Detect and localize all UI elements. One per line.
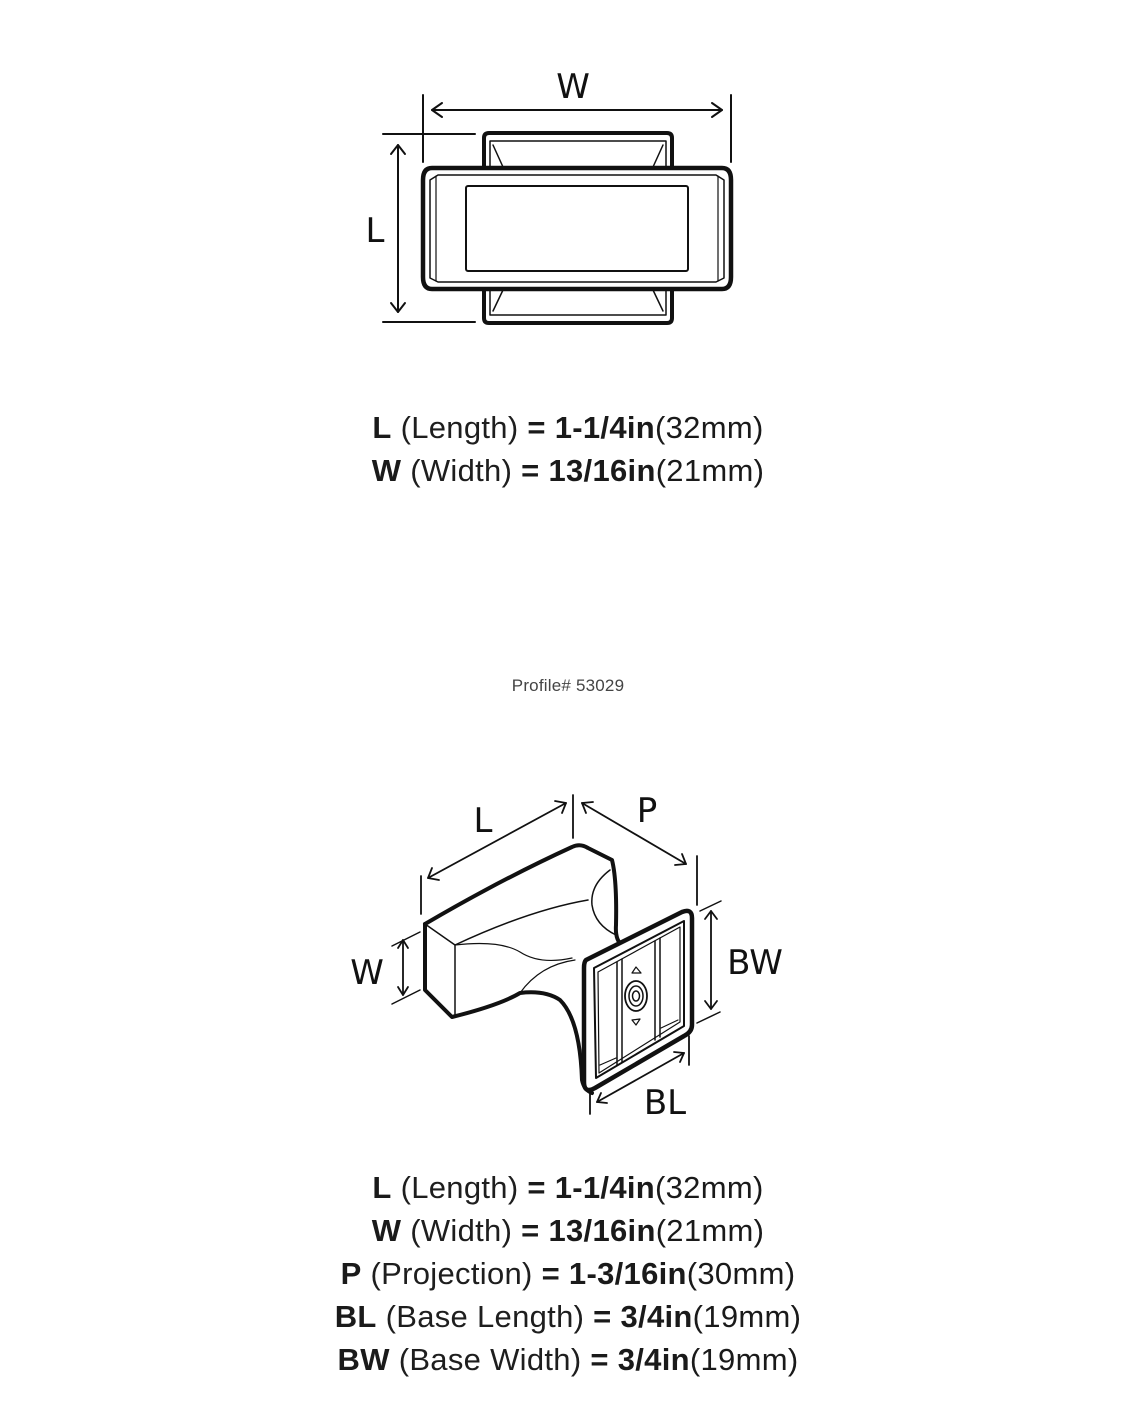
iso-length-label: L: [474, 801, 493, 841]
iso-width-label: W: [350, 953, 384, 993]
spec-base-width: BW (Base Width) = 3/4in(19mm): [337, 1342, 799, 1377]
iso-projection-label: P: [637, 791, 658, 831]
iso-base-width-label: BW: [727, 943, 783, 983]
spec-length: L (Length) = 1-1/4in(32mm): [372, 1170, 764, 1205]
spec-width: W (Width) = 13/16in(21mm): [371, 1213, 765, 1248]
top-view-drawing: W L: [366, 67, 734, 325]
isometric-view-specs: L (Length) = 1-1/4in(32mm) W (Width) = 1…: [0, 1166, 1136, 1381]
top-view-specs: L (Length) = 1-1/4in(32mm) W (Width) = 1…: [0, 406, 1136, 492]
spec-length: L (Length) = 1-1/4in(32mm): [372, 410, 764, 445]
spec-base-length: BL (Base Length) = 3/4in(19mm): [334, 1299, 802, 1334]
spec-projection: P (Projection) = 1-3/16in(30mm): [340, 1256, 796, 1291]
isometric-view-drawing: L P W BW BL: [350, 791, 783, 1123]
top-width-label: W: [556, 67, 590, 107]
top-length-label: L: [366, 211, 385, 251]
profile-number: Profile# 53029: [511, 676, 625, 695]
spec-width: W (Width) = 13/16in(21mm): [371, 453, 765, 488]
iso-base-length-label: BL: [644, 1083, 686, 1123]
